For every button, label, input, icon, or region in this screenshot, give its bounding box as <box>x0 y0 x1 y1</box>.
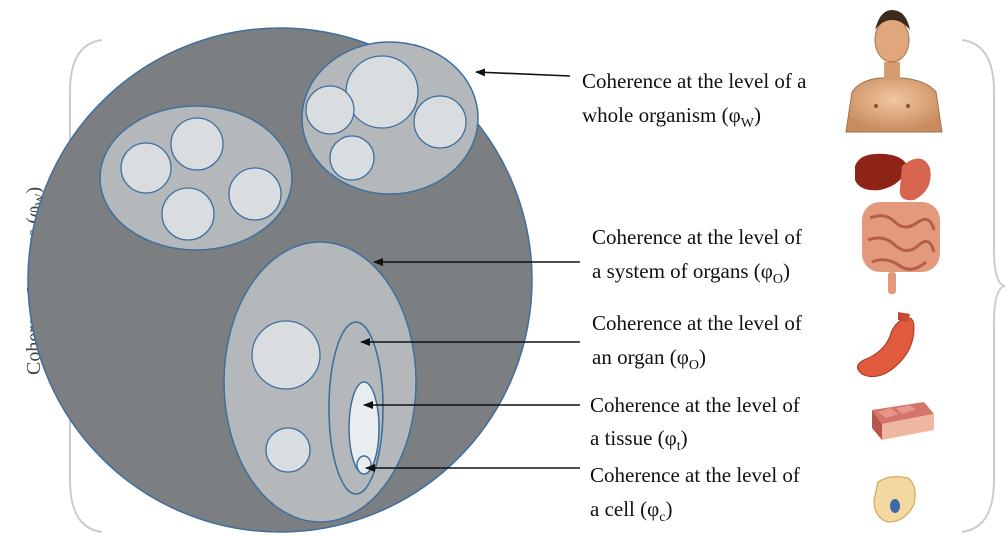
cell-icon <box>874 477 915 522</box>
cell-circle <box>229 168 281 220</box>
right-brace <box>962 40 1004 532</box>
cell-circle <box>346 56 418 128</box>
svg-text:Coherence at the level of: Coherence at the level of <box>592 311 802 335</box>
svg-text:whole organism (φW): whole organism (φW) <box>582 103 761 131</box>
label-organ: Coherence at the level of an organ (φO) <box>592 311 802 373</box>
tissue-block-icon <box>872 402 934 440</box>
svg-text:Coherence at the level of: Coherence at the level of <box>590 393 800 417</box>
svg-text:a system of organs (φO): a system of organs (φO) <box>592 259 790 287</box>
cell-circle <box>414 96 466 148</box>
label-system: Coherence at the level of a system of or… <box>592 225 802 287</box>
cell-circle <box>306 86 354 134</box>
svg-text:Coherence at the level of: Coherence at the level of <box>592 225 802 249</box>
svg-text:an organ (φO): an organ (φO) <box>592 345 706 373</box>
arrow-organism <box>476 72 570 76</box>
cell-circle <box>252 321 320 389</box>
cell-circle <box>171 118 223 170</box>
cell-circle <box>266 428 310 472</box>
liver-stomach-intestines-icon <box>855 154 940 294</box>
svg-text:Coherence at the level of a: Coherence at the level of a <box>582 69 807 93</box>
svg-text:a cell (φc): a cell (φc) <box>590 497 672 525</box>
cell-ellipse <box>357 456 371 474</box>
cell-circle <box>330 136 374 180</box>
svg-text:a tissue (φt): a tissue (φt) <box>590 426 688 454</box>
label-organism: Coherence at the level of a whole organi… <box>582 69 807 131</box>
label-tissue: Coherence at the level of a tissue (φt) <box>590 393 800 454</box>
cell-circle <box>162 188 214 240</box>
label-cell: Coherence at the level of a cell (φc) <box>590 463 800 525</box>
human-torso-icon <box>846 10 942 132</box>
system-of-organs-ellipse <box>224 242 416 522</box>
cell-circle <box>121 143 171 193</box>
stomach-icon <box>857 312 914 377</box>
svg-text:Coherence at the level of: Coherence at the level of <box>590 463 800 487</box>
